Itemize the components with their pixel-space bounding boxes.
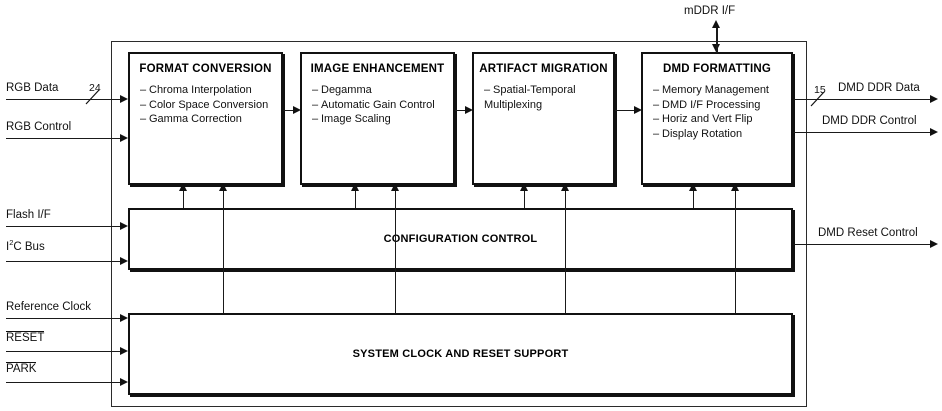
signal-label-rgb-control: RGB Control (6, 121, 72, 133)
band-label: CONFIGURATION CONTROL (383, 233, 538, 245)
feature-item: Memory Management (662, 84, 769, 96)
wire-park (6, 382, 123, 383)
park-label-text: PARK (6, 362, 37, 375)
band-system-clock-reset-support[interactable]: SYSTEM CLOCK AND RESET SUPPORT (128, 313, 793, 395)
arrowhead-reset (120, 347, 128, 355)
arrowhead-rgb-data (120, 95, 128, 103)
arrowhead-config-to-dmd-formatting (689, 183, 697, 191)
wire-clock-to-artifact-migration (565, 190, 566, 313)
signal-label-i2c-bus: I2C Bus (6, 238, 45, 253)
wire-reset (6, 351, 123, 352)
arrowhead-am-to-df (634, 106, 642, 114)
chip-boundary (111, 41, 807, 407)
wire-dmd-reset-control (793, 244, 933, 245)
feature-item: Degamma (321, 84, 372, 96)
wire-dmd-ddr-control (793, 132, 933, 133)
bus-width-dmd-ddr-data: 15 (814, 84, 826, 96)
wire-rgb-data (6, 99, 123, 100)
signal-label-dmd-ddr-data: DMD DDR Data (838, 82, 920, 94)
arrowhead-clock-to-artifact-migration (561, 183, 569, 191)
arrowhead-dmd-ddr-data (930, 95, 938, 103)
mddr-if-wire (716, 25, 718, 50)
feature-item: Horiz and Vert Flip (662, 113, 753, 125)
block-dmd-formatting[interactable]: DMD FORMATTING –Memory Management –DMD I… (641, 52, 793, 185)
feature-item: Chroma Interpolation (149, 84, 252, 96)
block-image-enhancement[interactable]: IMAGE ENHANCEMENT –Degamma –Automatic Ga… (300, 52, 455, 185)
arrowhead-rgb-control (120, 134, 128, 142)
bus-slash-rgb-data (85, 89, 100, 105)
arrowhead-config-to-format-conversion (179, 183, 187, 191)
signal-label-rgb-data: RGB Data (6, 82, 59, 94)
mddr-if-arrowhead-up (712, 20, 720, 28)
wire-config-to-artifact-migration (524, 190, 525, 208)
arrowhead-clock-to-dmd-formatting (731, 183, 739, 191)
block-feature-list: –Degamma –Automatic Gain Control –Image … (312, 84, 435, 125)
mddr-if-wire-lower (716, 41, 718, 53)
feature-item: DMD I/F Processing (662, 98, 761, 111)
arrowhead-flash-if (120, 222, 128, 230)
block-title: ARTIFACT MIGRATION (479, 63, 608, 75)
arrowhead-ie-to-am (465, 106, 473, 114)
feature-item: Display Rotation (662, 127, 743, 140)
block-feature-list: –Memory Management –DMD I/F Processing –… (653, 84, 769, 140)
block-title: IMAGE ENHANCEMENT (310, 63, 445, 75)
block-feature-list: –Chroma Interpolation –Color Space Conve… (140, 84, 269, 125)
signal-label-mddr-if: mDDR I/F (684, 5, 736, 17)
block-title: FORMAT CONVERSION (139, 63, 272, 75)
arrowhead-clock-to-image-enhancement (391, 183, 399, 191)
block-feature-list: –Spatial-Temporal Multiplexing (484, 84, 576, 111)
signal-label-reference-clock: Reference Clock (6, 301, 92, 313)
reset-label-text: RESET (6, 331, 45, 344)
feature-item: Image Scaling (321, 113, 391, 125)
arrowhead-reference-clock (120, 314, 128, 322)
wire-fc-to-ie (283, 110, 295, 111)
bus-width-rgb-data: 24 (89, 82, 101, 94)
arrowhead-config-to-artifact-migration (520, 183, 528, 191)
wire-i2c-bus (6, 261, 123, 262)
signal-label-reset: RESET (6, 331, 45, 345)
arrowhead-dmd-reset-control (930, 240, 938, 248)
band-label: SYSTEM CLOCK AND RESET SUPPORT (352, 348, 569, 360)
arrowhead-park (120, 378, 128, 386)
signal-label-flash-if: Flash I/F (6, 209, 51, 221)
signal-label-park: PARK (6, 362, 37, 376)
signal-label-dmd-ddr-control: DMD DDR Control (822, 115, 917, 127)
wire-config-to-dmd-formatting (693, 190, 694, 208)
wire-ie-to-am (455, 110, 467, 111)
wire-reference-clock (6, 318, 123, 319)
arrowhead-fc-to-ie (293, 106, 301, 114)
arrowhead-dmd-ddr-control (930, 128, 938, 136)
wire-clock-to-format-conversion (223, 190, 224, 313)
band-configuration-control[interactable]: CONFIGURATION CONTROL (128, 208, 793, 270)
feature-item: Color Space Conversion (149, 98, 269, 111)
wire-config-to-image-enhancement (355, 190, 356, 208)
wire-rgb-control (6, 138, 123, 139)
wire-am-to-df (615, 110, 636, 111)
arrowhead-i2c-bus (120, 257, 128, 265)
feature-item: Gamma Correction (149, 113, 242, 125)
wire-config-to-format-conversion (183, 190, 184, 208)
feature-item: Automatic Gain Control (321, 98, 435, 111)
wire-flash-if (6, 226, 123, 227)
signal-label-dmd-reset-control: DMD Reset Control (818, 227, 918, 239)
arrowhead-clock-to-format-conversion (219, 183, 227, 191)
block-artifact-migration[interactable]: ARTIFACT MIGRATION –Spatial-Temporal Mul… (472, 52, 615, 185)
block-title: DMD FORMATTING (663, 63, 771, 75)
wire-dmd-ddr-data (793, 99, 933, 100)
block-format-conversion[interactable]: FORMAT CONVERSION –Chroma Interpolation … (128, 52, 283, 185)
wire-clock-to-dmd-formatting (735, 190, 736, 313)
bus-slash-dmd-ddr-data (810, 91, 825, 107)
wire-clock-to-image-enhancement (395, 190, 396, 313)
feature-item: Spatial-Temporal Multiplexing (484, 84, 576, 111)
arrowhead-config-to-image-enhancement (351, 183, 359, 191)
